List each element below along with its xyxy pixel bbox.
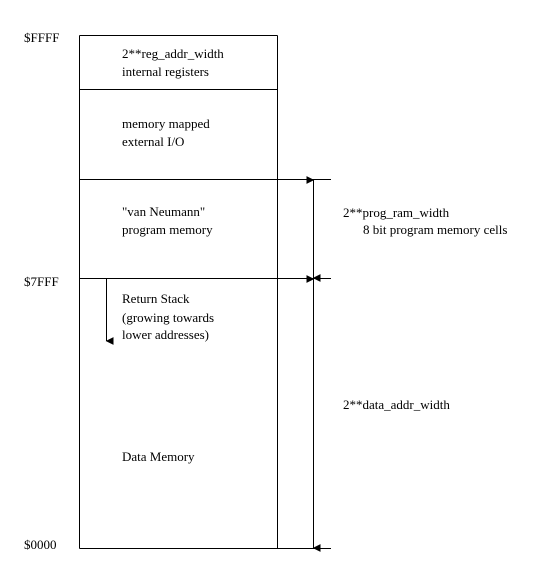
data-size-label: 2**data_addr_width: [343, 397, 450, 412]
address-middle: $7FFF: [24, 274, 59, 289]
region-io: memory mapped external I/O: [122, 116, 210, 149]
program-size-line-2: 8 bit program memory cells: [363, 222, 507, 237]
region-registers: 2**reg_addr_width internal registers: [122, 46, 224, 79]
address-bottom: $0000: [24, 537, 57, 552]
stack-line-2: (growing towards: [122, 310, 214, 325]
program-line-2: program memory: [122, 222, 213, 237]
stack-line-3: lower addresses): [122, 327, 209, 342]
region-program-memory: "van Neumann" program memory: [122, 204, 213, 237]
io-line-2: external I/O: [122, 134, 184, 149]
registers-line-1: 2**reg_addr_width: [122, 46, 224, 61]
data-memory-label: Data Memory: [122, 449, 195, 464]
program-line-1: "van Neumann": [122, 204, 205, 219]
io-line-1: memory mapped: [122, 116, 210, 131]
program-size-label: 2**prog_ram_width 8 bit program memory c…: [343, 205, 507, 237]
address-top: $FFFF: [24, 30, 59, 45]
stack-line-1: Return Stack: [122, 291, 190, 306]
registers-line-2: internal registers: [122, 64, 209, 79]
region-return-stack: Return Stack (growing towards lower addr…: [122, 291, 214, 342]
memory-block: [79, 35, 278, 549]
program-size-line-1: 2**prog_ram_width: [343, 205, 450, 220]
